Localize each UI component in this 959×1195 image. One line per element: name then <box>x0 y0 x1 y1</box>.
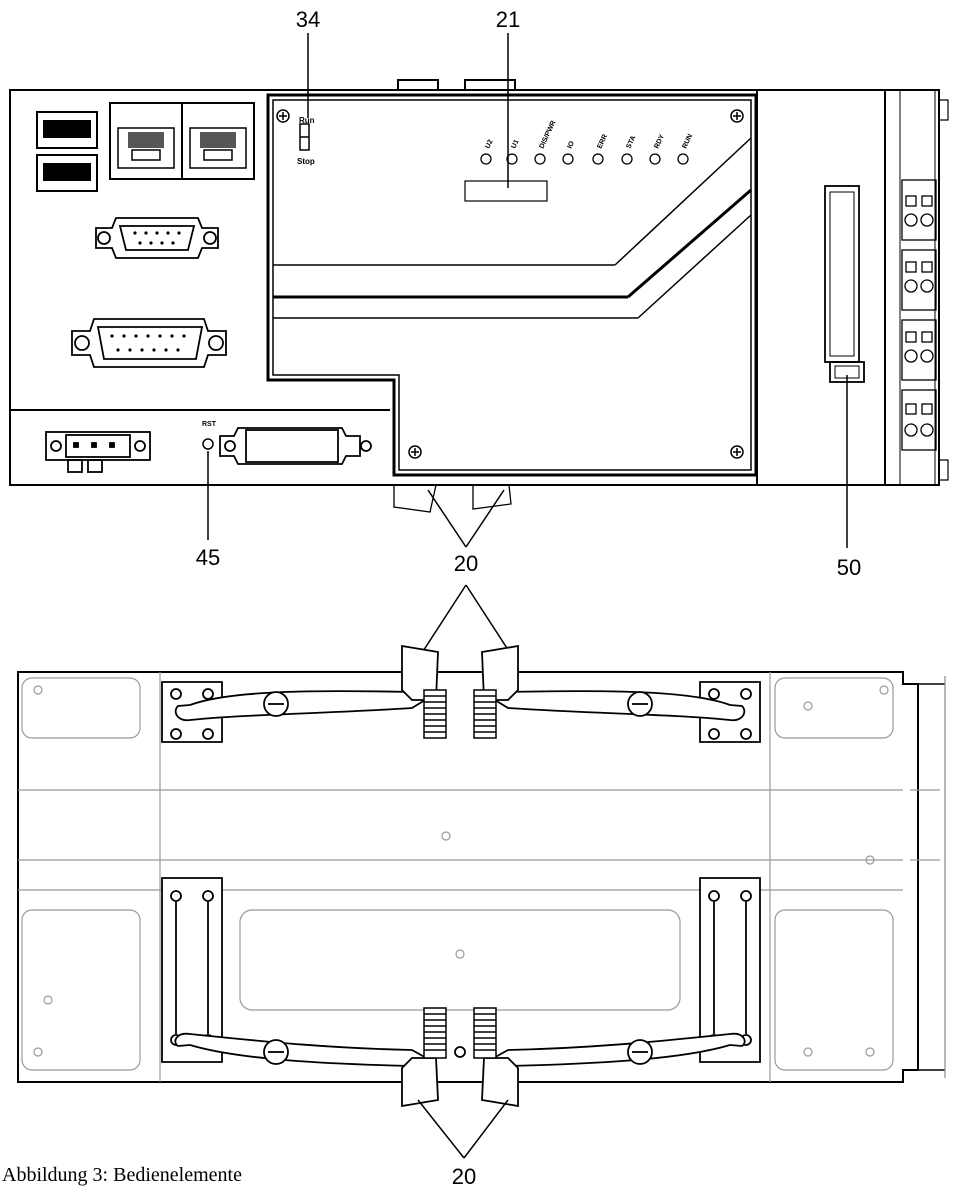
switch-stop-label: Stop <box>297 157 315 166</box>
led-rdy <box>649 153 661 165</box>
terminal-clamps <box>901 99 949 481</box>
panel-stripes <box>273 137 752 319</box>
callout-20-bottom: 20 <box>452 1164 476 1189</box>
callout-20-top: 20 <box>454 551 478 576</box>
terminal-strip <box>884 89 940 486</box>
din-rail-clips-front <box>393 484 512 513</box>
led-err <box>592 153 604 165</box>
led-sta <box>621 153 633 165</box>
dvi-port <box>219 427 372 465</box>
serial-port-db9 <box>95 217 219 259</box>
device-rear-view <box>17 644 946 1108</box>
callout-34: 34 <box>296 7 320 32</box>
led-run <box>677 153 689 165</box>
led-dis-pwr <box>534 153 546 165</box>
panel-screws <box>276 109 744 459</box>
reset-label: RST <box>202 421 217 428</box>
vga-port-db15 <box>71 318 227 368</box>
rear-recesses <box>18 672 940 1082</box>
power-connector <box>45 431 151 473</box>
leader-lines-bottom <box>417 1099 509 1159</box>
front-cover-panel <box>266 93 758 477</box>
rear-housing <box>17 671 919 1083</box>
figure-caption: Abbildung 3: Bedienelemente <box>2 1164 242 1186</box>
led-label-field <box>464 180 548 202</box>
status-leds <box>480 153 689 165</box>
ethernet-port-2 <box>181 102 255 180</box>
bottom-clip-assembly <box>161 877 761 1108</box>
usb-port-2 <box>36 154 98 192</box>
led-label-u1: U1 <box>510 139 520 150</box>
led-label-u2: U2 <box>484 139 494 150</box>
led-io <box>562 153 574 165</box>
reset-button <box>202 438 214 450</box>
run-stop-switch <box>299 123 310 151</box>
top-clip-assembly <box>161 644 761 743</box>
usb-port-1 <box>36 111 98 149</box>
led-u2 <box>480 153 492 165</box>
callout-21: 21 <box>496 7 520 32</box>
led-u1 <box>506 153 518 165</box>
device-front-view <box>9 79 949 513</box>
led-label-io: IO <box>566 140 576 150</box>
top-tab-left <box>397 79 439 91</box>
callout-50: 50 <box>837 555 861 580</box>
switch-run-label: Run <box>299 116 315 125</box>
callout-45: 45 <box>196 545 220 570</box>
